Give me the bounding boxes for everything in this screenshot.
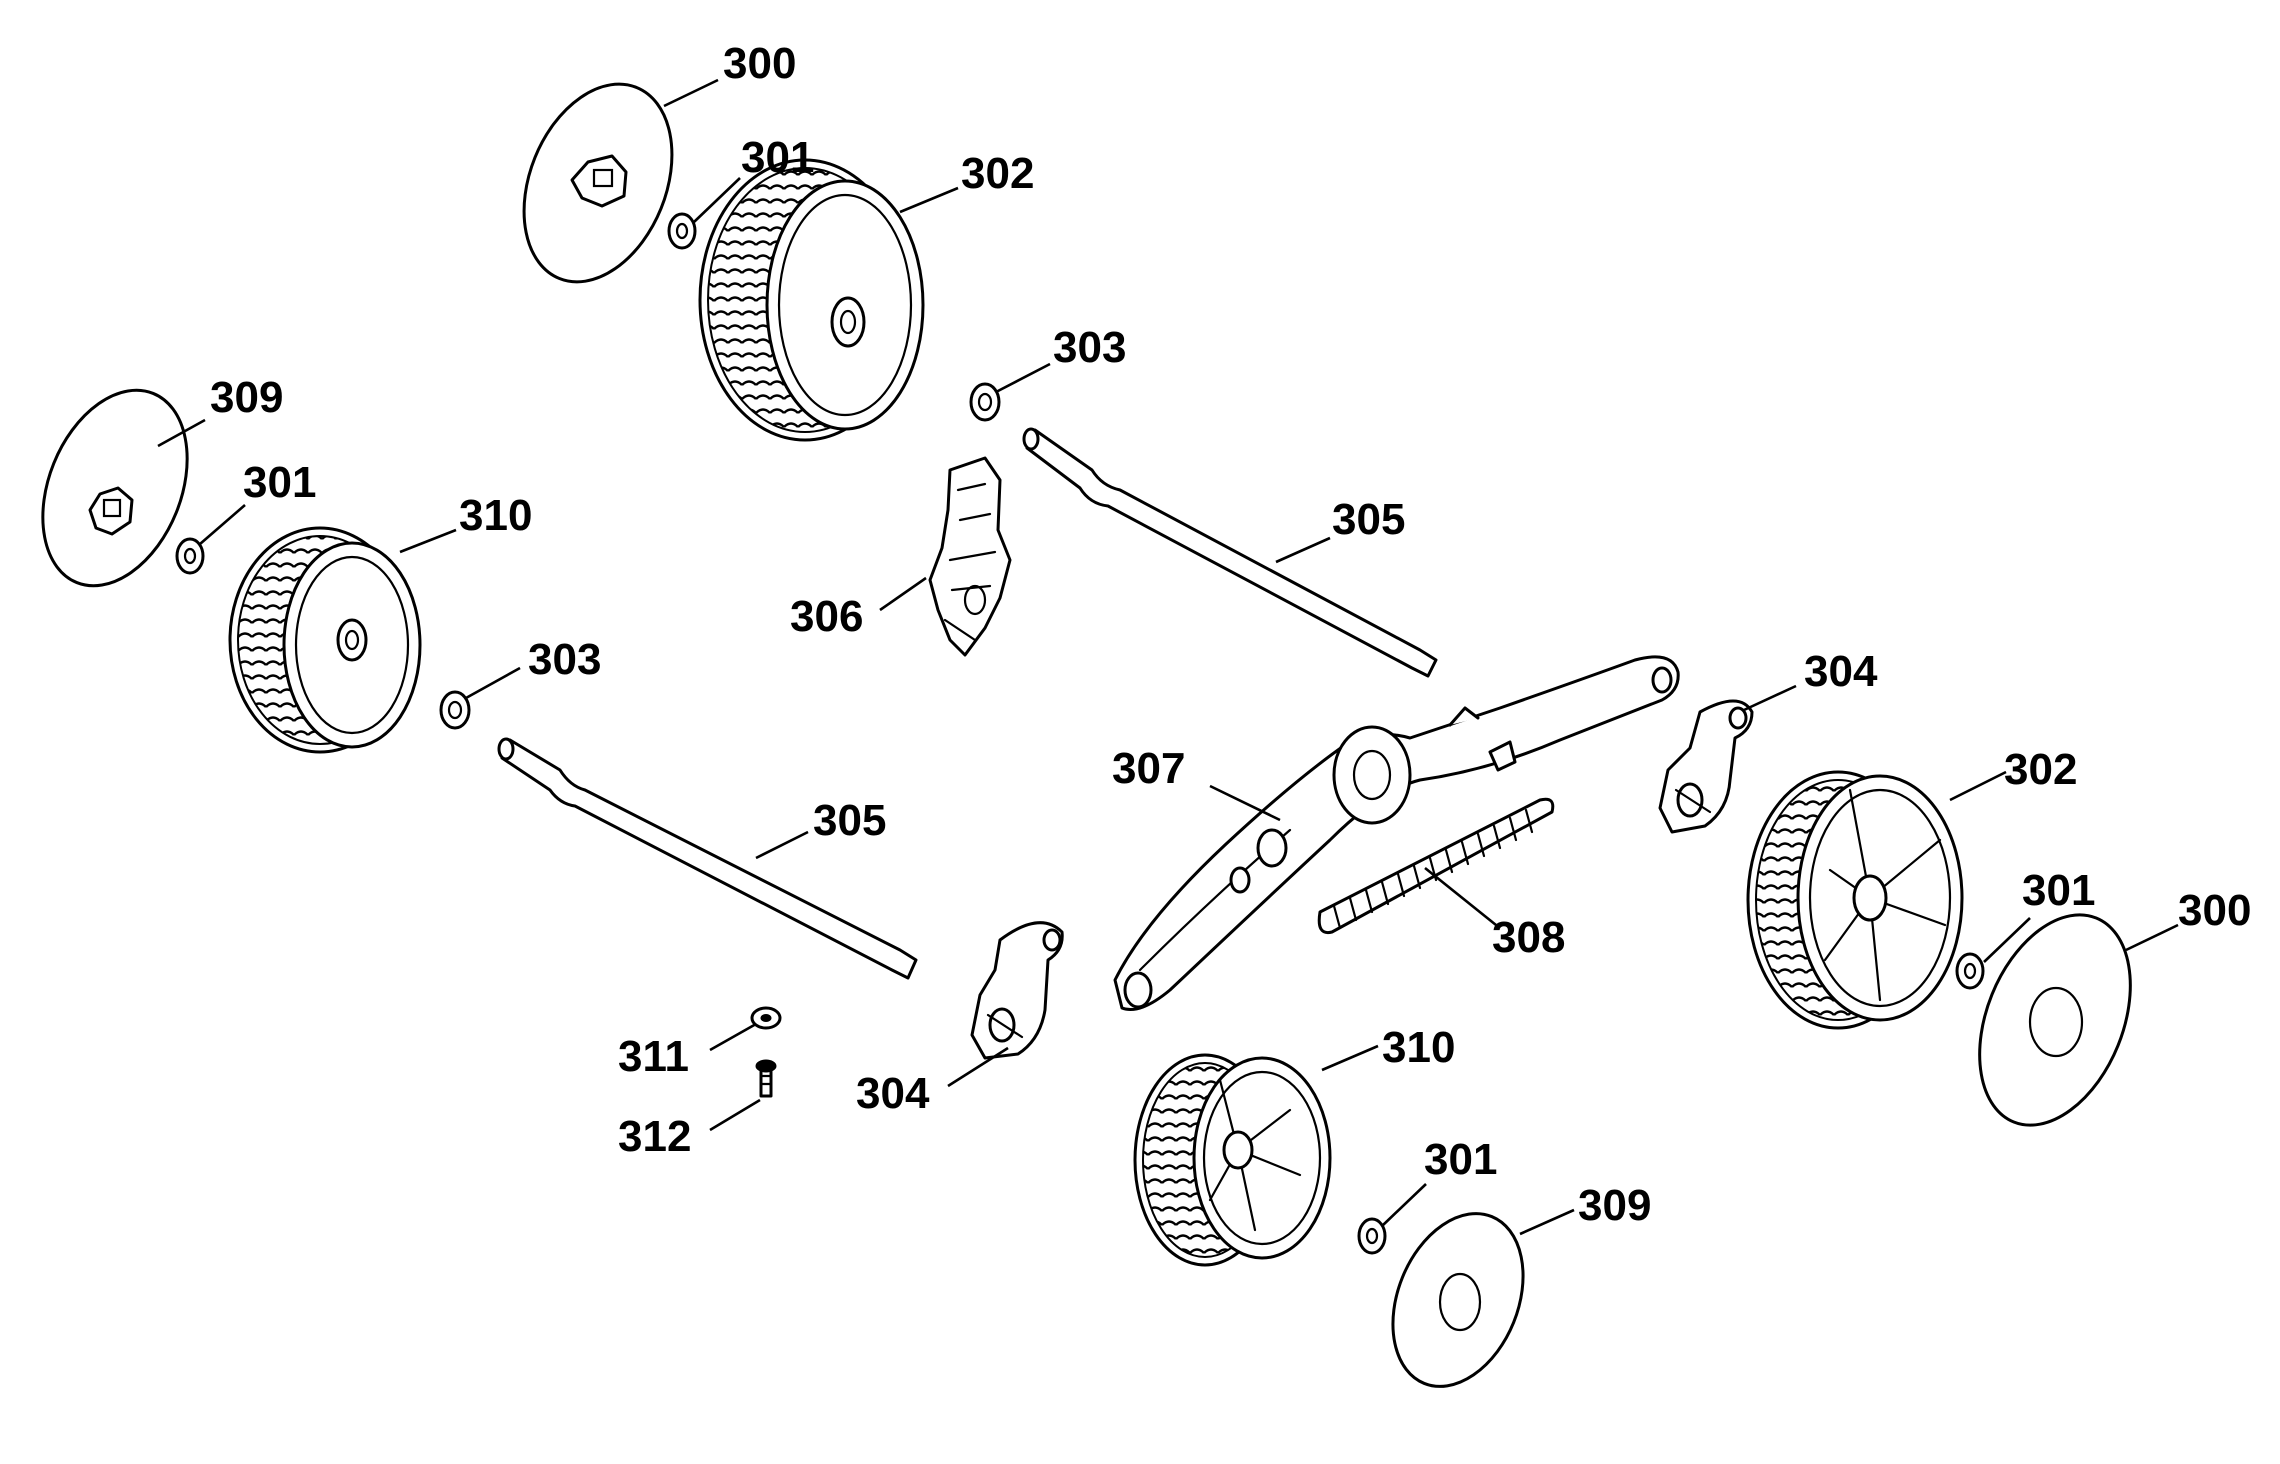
callout-301-bottom: 301 [1424, 1135, 1497, 1184]
axle-305-top [1022, 427, 1438, 678]
callout-311: 311 [618, 1032, 689, 1081]
nut-301-top [667, 212, 697, 250]
wheel-302-top [698, 158, 925, 442]
callout-303-left: 303 [528, 635, 601, 684]
wheel-310-bottom [1133, 1053, 1332, 1267]
callout-306: 306 [790, 592, 863, 641]
hubcap-309-left [41, 388, 189, 588]
hubcap-300-top [522, 82, 674, 284]
callout-308: 308 [1492, 913, 1565, 962]
callout-304-left: 304 [856, 1069, 930, 1118]
callout-301-top: 301 [741, 133, 814, 182]
bracket-306 [928, 456, 1012, 657]
callout-300-top: 300 [723, 39, 796, 88]
screw-312 [755, 1059, 777, 1098]
callout-304-right: 304 [1804, 647, 1878, 696]
callout-309-left: 309 [210, 373, 283, 422]
lever-304-right [1658, 699, 1754, 834]
callout-300-right: 300 [2178, 886, 2251, 935]
nut-301-left [175, 537, 205, 575]
leader-lines [157, 78, 2179, 1236]
wheel-310-left [228, 526, 422, 754]
height-arm-307 [1113, 655, 1680, 1011]
callout-303-top: 303 [1053, 323, 1126, 372]
callout-301-left: 301 [243, 458, 316, 507]
lever-304-left [970, 921, 1064, 1060]
callout-305-top: 305 [1332, 495, 1405, 544]
hubcap-309-bottom [1391, 1212, 1525, 1388]
callout-labels: 300 301 302 303 309 301 310 303 305 306 … [210, 39, 2251, 1230]
washer-303-left [439, 690, 471, 730]
spring-308 [1317, 797, 1555, 935]
nut-301-bottom [1357, 1217, 1387, 1255]
wheel-302-right [1746, 770, 1964, 1030]
callout-301-right: 301 [2022, 866, 2095, 915]
callout-305-bottom: 305 [813, 796, 886, 845]
callout-302-right: 302 [2004, 745, 2077, 794]
washer-311 [750, 1006, 782, 1030]
callout-307: 307 [1112, 744, 1185, 793]
callout-310-left: 310 [459, 491, 532, 540]
washer-303-top [969, 382, 1001, 422]
callout-310-bottom: 310 [1382, 1023, 1455, 1072]
nut-301-right [1955, 952, 1985, 990]
hubcap-300-right [1978, 913, 2132, 1127]
callout-312: 312 [618, 1112, 691, 1161]
axle-305-bottom [497, 737, 918, 980]
callout-309-bottom: 309 [1578, 1181, 1651, 1230]
callout-302-top: 302 [961, 149, 1034, 198]
